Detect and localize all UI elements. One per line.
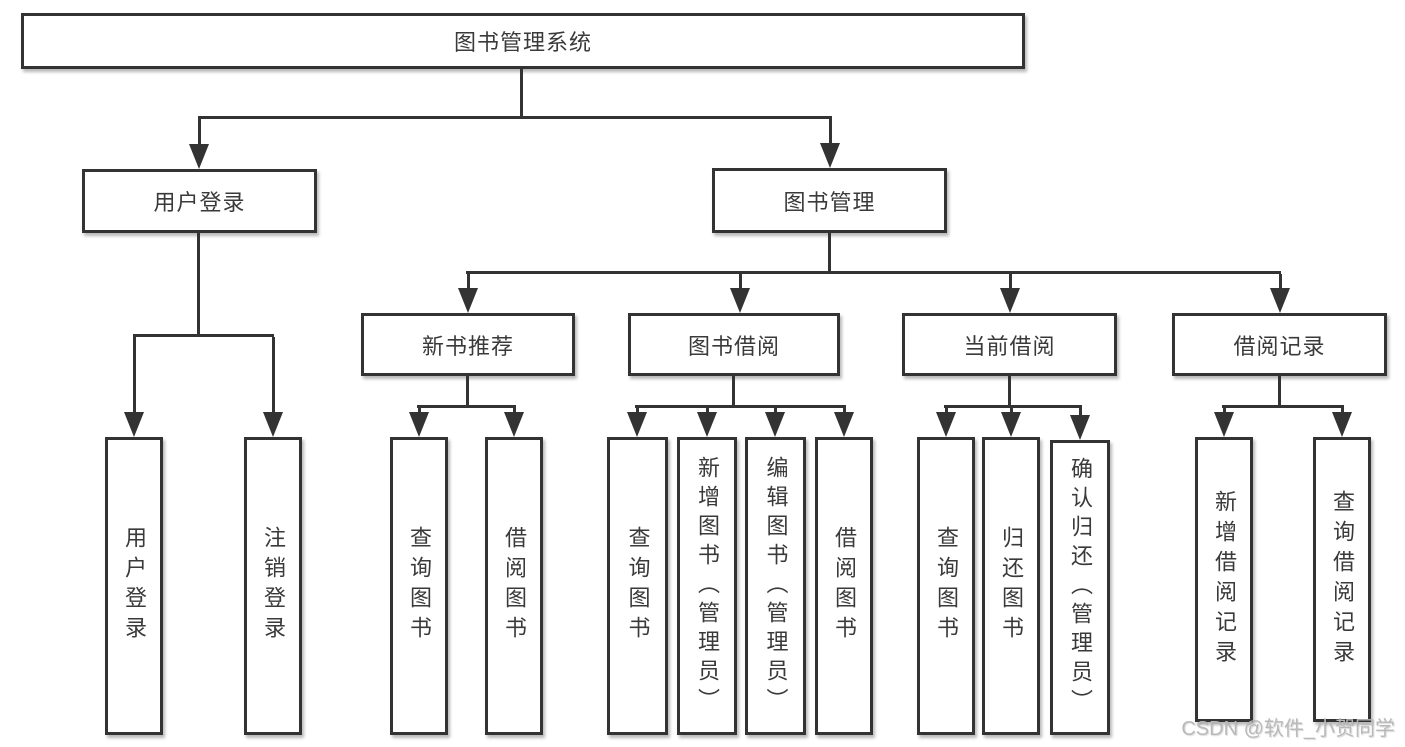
leaf-confirm-return-admin: 确认归还（管理员）	[1050, 440, 1110, 735]
leaf-label: 查询借阅记录	[1330, 489, 1355, 670]
connector-line	[198, 116, 832, 119]
leaf-label: 用户登录	[122, 526, 147, 646]
leaf-query-books-1: 查询图书	[390, 437, 448, 735]
leaf-label: 编辑图书（管理员）	[763, 455, 789, 717]
connector-arrow	[263, 337, 283, 437]
connector-arrow	[1070, 408, 1090, 440]
connector-line	[520, 69, 523, 118]
leaf-label: 查询图书	[625, 526, 651, 646]
leaf-label: 新增借阅记录	[1212, 489, 1237, 670]
leaf-query-borrow-record: 查询借阅记录	[1313, 437, 1371, 722]
node-book-management: 图书管理	[712, 168, 947, 233]
leaf-user-login: 用户登录	[105, 437, 163, 735]
connector-arrow	[834, 408, 854, 437]
leaf-label: 注销登录	[261, 526, 286, 646]
node-new-book-recommend: 新书推荐	[361, 313, 575, 376]
connector-arrow	[1000, 274, 1020, 313]
leaf-label: 查询图书	[934, 526, 959, 646]
connector-arrow	[1001, 408, 1021, 437]
connector-line	[732, 376, 735, 407]
node-book-borrow-label: 图书借阅	[687, 333, 780, 359]
connector-line	[466, 376, 469, 407]
connector-line	[1222, 405, 1344, 408]
leaf-borrow-books-1: 借阅图书	[485, 437, 543, 735]
csdn-watermark: CSDN @软件_小贺同学	[1181, 718, 1395, 740]
connector-arrow	[936, 408, 956, 437]
connector-arrow	[409, 408, 429, 437]
connector-arrow	[504, 408, 524, 437]
connector-line	[133, 334, 274, 337]
connector-arrow	[124, 337, 144, 437]
leaf-edit-books-admin: 编辑图书（管理员）	[745, 437, 806, 735]
leaf-borrow-books-2: 借阅图书	[815, 437, 873, 735]
connector-arrow	[1214, 408, 1234, 437]
node-user-login: 用户登录	[82, 169, 317, 233]
connector-arrow	[458, 274, 478, 313]
node-book-borrow: 图书借阅	[628, 313, 840, 376]
connector-line	[1008, 376, 1011, 407]
connector-arrow	[765, 408, 785, 437]
connector-arrow	[1270, 274, 1290, 313]
leaf-add-borrow-record: 新增借阅记录	[1195, 437, 1253, 722]
connector-line	[828, 233, 831, 273]
node-user-login-label: 用户登录	[153, 190, 246, 215]
connector-line	[944, 405, 1082, 408]
connector-arrow	[730, 274, 750, 313]
node-borrow-record: 借阅记录	[1172, 313, 1387, 376]
leaf-label: 查询图书	[407, 526, 432, 646]
leaf-label: 归还图书	[999, 526, 1024, 646]
node-root-label: 图书管理系统	[453, 30, 592, 55]
connector-line	[417, 405, 516, 408]
leaf-label: 借阅图书	[502, 526, 527, 646]
connector-arrow	[697, 408, 717, 437]
node-root: 图书管理系统	[21, 13, 1025, 69]
leaf-query-books-3: 查询图书	[917, 437, 975, 735]
connector-line	[197, 233, 200, 336]
leaf-label: 确认归还（管理员）	[1068, 457, 1093, 718]
connector-arrow	[1332, 408, 1352, 437]
connector-arrow	[820, 119, 840, 168]
node-borrow-record-label: 借阅记录	[1233, 333, 1326, 359]
leaf-label: 新增图书（管理员）	[695, 455, 720, 717]
node-current-borrow-label: 当前借阅	[963, 333, 1056, 359]
connector-line	[1278, 376, 1281, 407]
connector-line	[635, 405, 846, 408]
leaf-logout: 注销登录	[244, 437, 302, 735]
leaf-add-books-admin: 新增图书（管理员）	[677, 437, 737, 735]
connector-arrow	[189, 119, 209, 169]
leaf-label: 借阅图书	[832, 526, 857, 646]
node-new-book-recommend-label: 新书推荐	[421, 333, 514, 359]
connector-line	[466, 271, 1281, 274]
node-book-management-label: 图书管理	[783, 189, 876, 215]
leaf-query-books-2: 查询图书	[607, 437, 668, 735]
node-current-borrow: 当前借阅	[902, 313, 1117, 376]
connector-arrow	[627, 408, 647, 437]
leaf-return-books: 归还图书	[982, 437, 1040, 735]
